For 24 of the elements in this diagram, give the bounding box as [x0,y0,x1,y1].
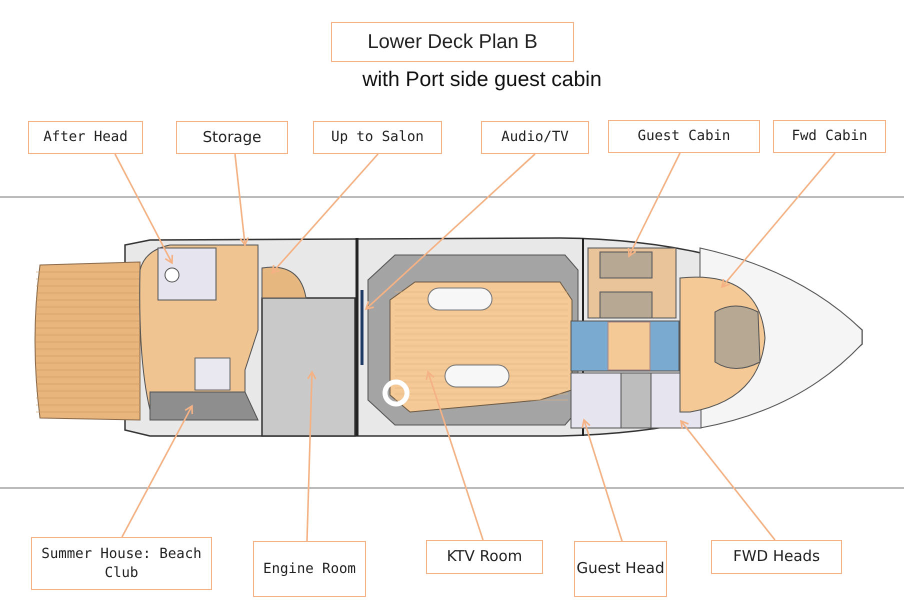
leader-line [680,420,776,540]
title-box: Lower Deck Plan B [331,22,574,62]
callout-box: FWD Heads [711,540,842,574]
leader-line [426,371,484,540]
subtitle: with Port side guest cabin [361,68,603,92]
leader-line [628,152,681,257]
callout-box: After Head [28,121,143,154]
leader-line [121,405,194,538]
leader-line [114,154,174,264]
callout-box: Engine Room [253,541,366,597]
callout-box: Storage [176,121,288,154]
callout-box: Guest Cabin [608,120,760,153]
callout-box: Guest Head [574,541,667,597]
leader-line [234,154,249,246]
callout-box: Summer House: Beach Club [31,537,212,590]
leader-line [271,153,379,274]
callout-box: Up to Salon [313,121,442,154]
callout-box: Audio/TV [481,121,589,154]
leader-line [581,419,623,542]
leader-line [721,152,836,288]
leader-line [306,371,317,542]
callout-box: KTV Room [426,540,543,574]
leader-line [365,153,536,310]
callout-box: Fwd Cabin [773,120,886,153]
